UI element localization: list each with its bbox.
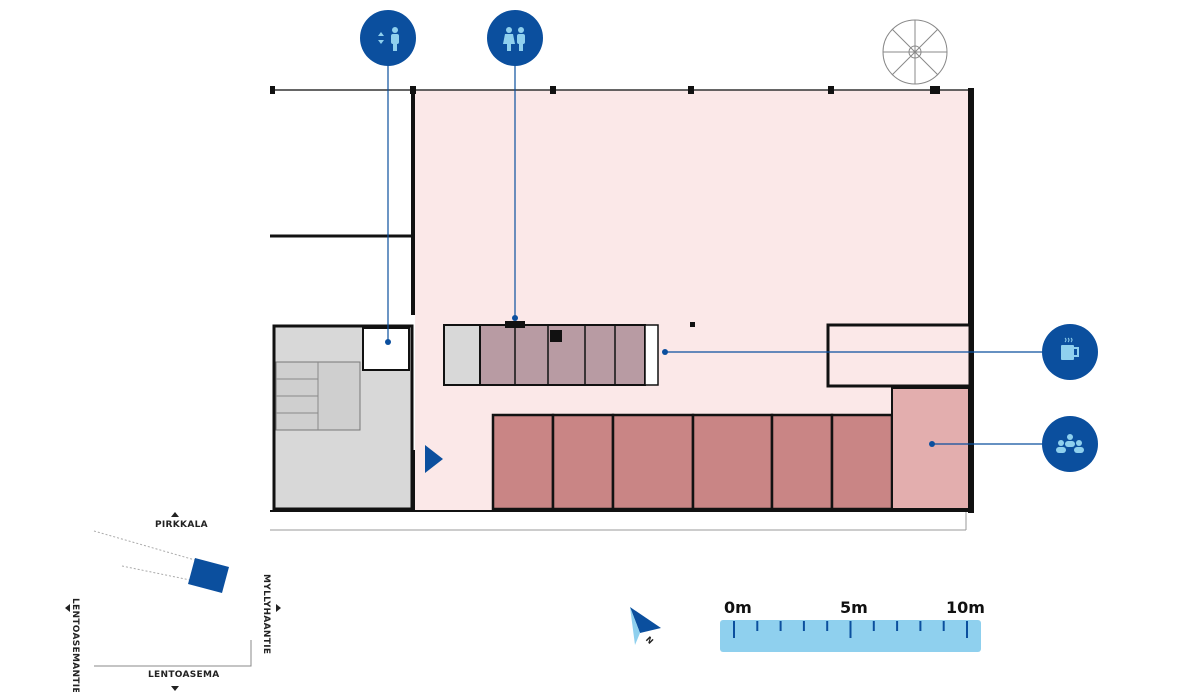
- toilet-poi-button[interactable]: [487, 10, 543, 66]
- meeting-room-poi-button[interactable]: [1042, 416, 1098, 472]
- meeting-room: [891, 387, 970, 510]
- scale-label-5: 5m: [840, 598, 868, 617]
- coffee-poi-button[interactable]: [1042, 324, 1098, 380]
- map-label-south: LENTOASEMA: [148, 670, 220, 680]
- toilets: [479, 324, 646, 386]
- office-rooms: [491, 413, 894, 511]
- spiral-stair: [882, 19, 948, 85]
- toilet-icon: [503, 27, 525, 51]
- map-label-north: PIRKKALA: [155, 520, 208, 530]
- compass: [630, 607, 661, 645]
- entrance-arrow: [425, 445, 443, 473]
- coffee-icon: [1061, 337, 1079, 360]
- location-map: [65, 512, 281, 691]
- meeting-room-icon: [1056, 434, 1084, 453]
- building-marker: [188, 558, 229, 593]
- scale-label-10: 10m: [946, 598, 985, 617]
- scale-label-0: 0m: [724, 598, 752, 617]
- scale-bar: [720, 620, 981, 652]
- elevator-poi-button[interactable]: [360, 10, 416, 66]
- map-label-west: LENTOASEMANTIE: [70, 598, 80, 692]
- elevator-icon: [378, 27, 399, 51]
- map-label-east: MYLLYHAANTIE: [261, 574, 271, 655]
- elevator: [362, 327, 410, 371]
